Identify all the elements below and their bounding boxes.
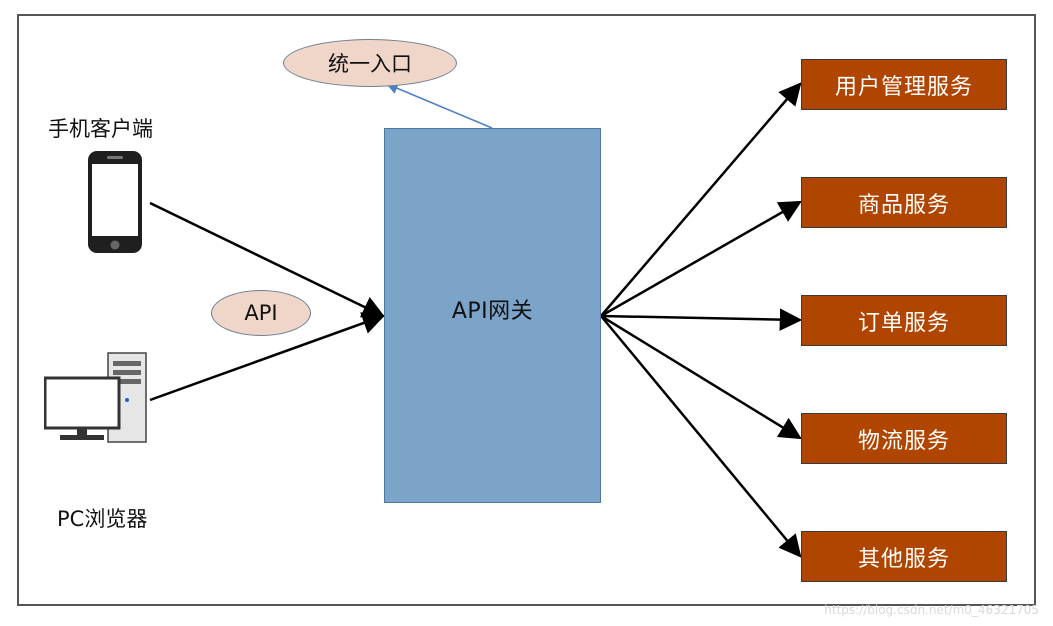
api-gateway-label: API网关 xyxy=(451,298,534,324)
gateway-to-service-arrow-3 xyxy=(600,314,802,440)
api-ellipse: API xyxy=(211,290,311,336)
api-gateway-box: API网关 xyxy=(384,128,601,503)
service-box-user-management: 用户管理服务 xyxy=(801,59,1007,110)
service-label: 用户管理服务 xyxy=(834,74,973,100)
gateway-to-service-arrow-1 xyxy=(600,200,802,318)
api-label: API xyxy=(244,301,278,325)
watermark-text: https://blog.csdn.net/m0_46321705 xyxy=(824,603,1039,617)
service-box-order: 订单服务 xyxy=(801,295,1007,346)
mobile-to-gateway-arrow xyxy=(149,201,386,318)
service-label: 物流服务 xyxy=(857,428,950,454)
pc-to-gateway-arrow xyxy=(149,312,386,402)
unified-entry-ellipse: 统一入口 xyxy=(283,39,457,87)
gateway-to-service-arrow-0 xyxy=(600,82,802,317)
desktop-computer-icon xyxy=(43,352,148,448)
gateway-to-entry-arrow xyxy=(385,82,493,129)
service-box-other: 其他服务 xyxy=(801,531,1007,582)
service-box-product: 商品服务 xyxy=(801,177,1007,228)
pc-browser-label: PC浏览器 xyxy=(57,507,148,531)
service-label: 其他服务 xyxy=(857,546,950,572)
unified-entry-label: 统一入口 xyxy=(328,52,412,76)
service-box-logistics: 物流服务 xyxy=(801,413,1007,464)
mobile-client-label: 手机客户端 xyxy=(48,117,153,141)
diagram-frame xyxy=(17,14,1036,606)
gateway-to-service-arrow-4 xyxy=(600,315,802,558)
service-label: 订单服务 xyxy=(857,310,950,336)
mobile-phone-icon xyxy=(87,150,143,258)
gateway-to-service-arrow-2 xyxy=(600,308,803,331)
service-label: 商品服务 xyxy=(857,192,950,218)
